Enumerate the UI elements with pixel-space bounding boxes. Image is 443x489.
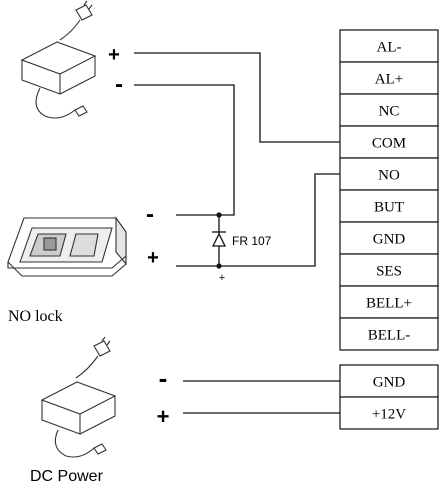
terminal-label: GND	[373, 232, 406, 248]
terminal-but-cell: BUT	[339, 189, 439, 223]
terminal-label: BUT	[374, 200, 404, 216]
terminal-label: NO	[378, 168, 400, 184]
diode-label: FR 107	[232, 234, 272, 248]
terminal-bell-cell: BELL+	[339, 285, 439, 319]
terminal-gnd-cell: GND	[339, 221, 439, 255]
junction-dot-bottom	[216, 263, 222, 269]
lock-adapter-plus-sign: +	[108, 44, 120, 66]
terminal-al-cell: AL+	[339, 61, 439, 95]
terminal-no-cell: NO	[339, 157, 439, 191]
terminal-label: SES	[376, 264, 402, 280]
terminal-cell-box	[339, 221, 439, 255]
terminal-cell-box	[339, 29, 439, 63]
terminal-block-main: AL- AL+ NC COM NO BUT GND SES BELL+ BELL-	[339, 29, 439, 351]
terminal-bell-cell: BELL-	[339, 317, 439, 351]
terminal-ses-cell: SES	[339, 253, 439, 287]
terminal-cell-box	[339, 364, 439, 398]
diode-icon	[211, 231, 227, 247]
dc-power-adapter-icon	[40, 336, 117, 458]
lock-power-adapter-icon	[20, 0, 97, 119]
electric-lock-icon	[7, 216, 127, 277]
wires	[134, 52, 340, 414]
terminal--12v-cell: +12V	[339, 396, 439, 430]
lock-plus-sign: +	[147, 247, 159, 269]
terminal-label: NC	[379, 104, 400, 120]
terminal-cell-box	[339, 285, 439, 319]
terminal-label: +12V	[372, 407, 406, 423]
power-plus-sign: +	[157, 404, 170, 429]
terminal-cell-box	[339, 125, 439, 159]
wire-adapter-minus-to-lock	[134, 84, 235, 216]
terminal-cell-box	[339, 253, 439, 287]
junction-dot-top	[216, 212, 222, 218]
lock-minus-sign: -	[146, 201, 154, 228]
terminal-label: BELL-	[368, 328, 411, 344]
lock-label: NO lock	[8, 308, 63, 325]
power-minus-sign: -	[159, 363, 168, 393]
terminal-cell-box	[339, 317, 439, 351]
wire-adapter-plus-to-com	[134, 52, 340, 143]
wire-no-to-lock-plus	[176, 173, 340, 267]
lock-adapter-minus-sign: -	[115, 71, 123, 98]
terminal-label: GND	[373, 375, 406, 391]
terminal-label: BELL+	[366, 296, 412, 312]
terminal-com-cell: COM	[339, 125, 439, 159]
terminal-al-cell: AL-	[339, 29, 439, 63]
terminal-cell-box	[339, 189, 439, 223]
terminal-cell-box	[339, 396, 439, 430]
terminal-label: AL-	[377, 40, 402, 56]
terminal-cell-box	[339, 93, 439, 127]
terminal-cell-box	[339, 157, 439, 191]
terminal-label: AL+	[375, 72, 403, 88]
diode-plus-sign: +	[219, 272, 225, 284]
power-label: DC Power	[30, 468, 104, 485]
terminal-label: COM	[372, 136, 406, 152]
terminal-gnd-cell: GND	[339, 364, 439, 398]
terminal-block-power: GND +12V	[339, 364, 439, 430]
terminal-nc-cell: NC	[339, 93, 439, 127]
